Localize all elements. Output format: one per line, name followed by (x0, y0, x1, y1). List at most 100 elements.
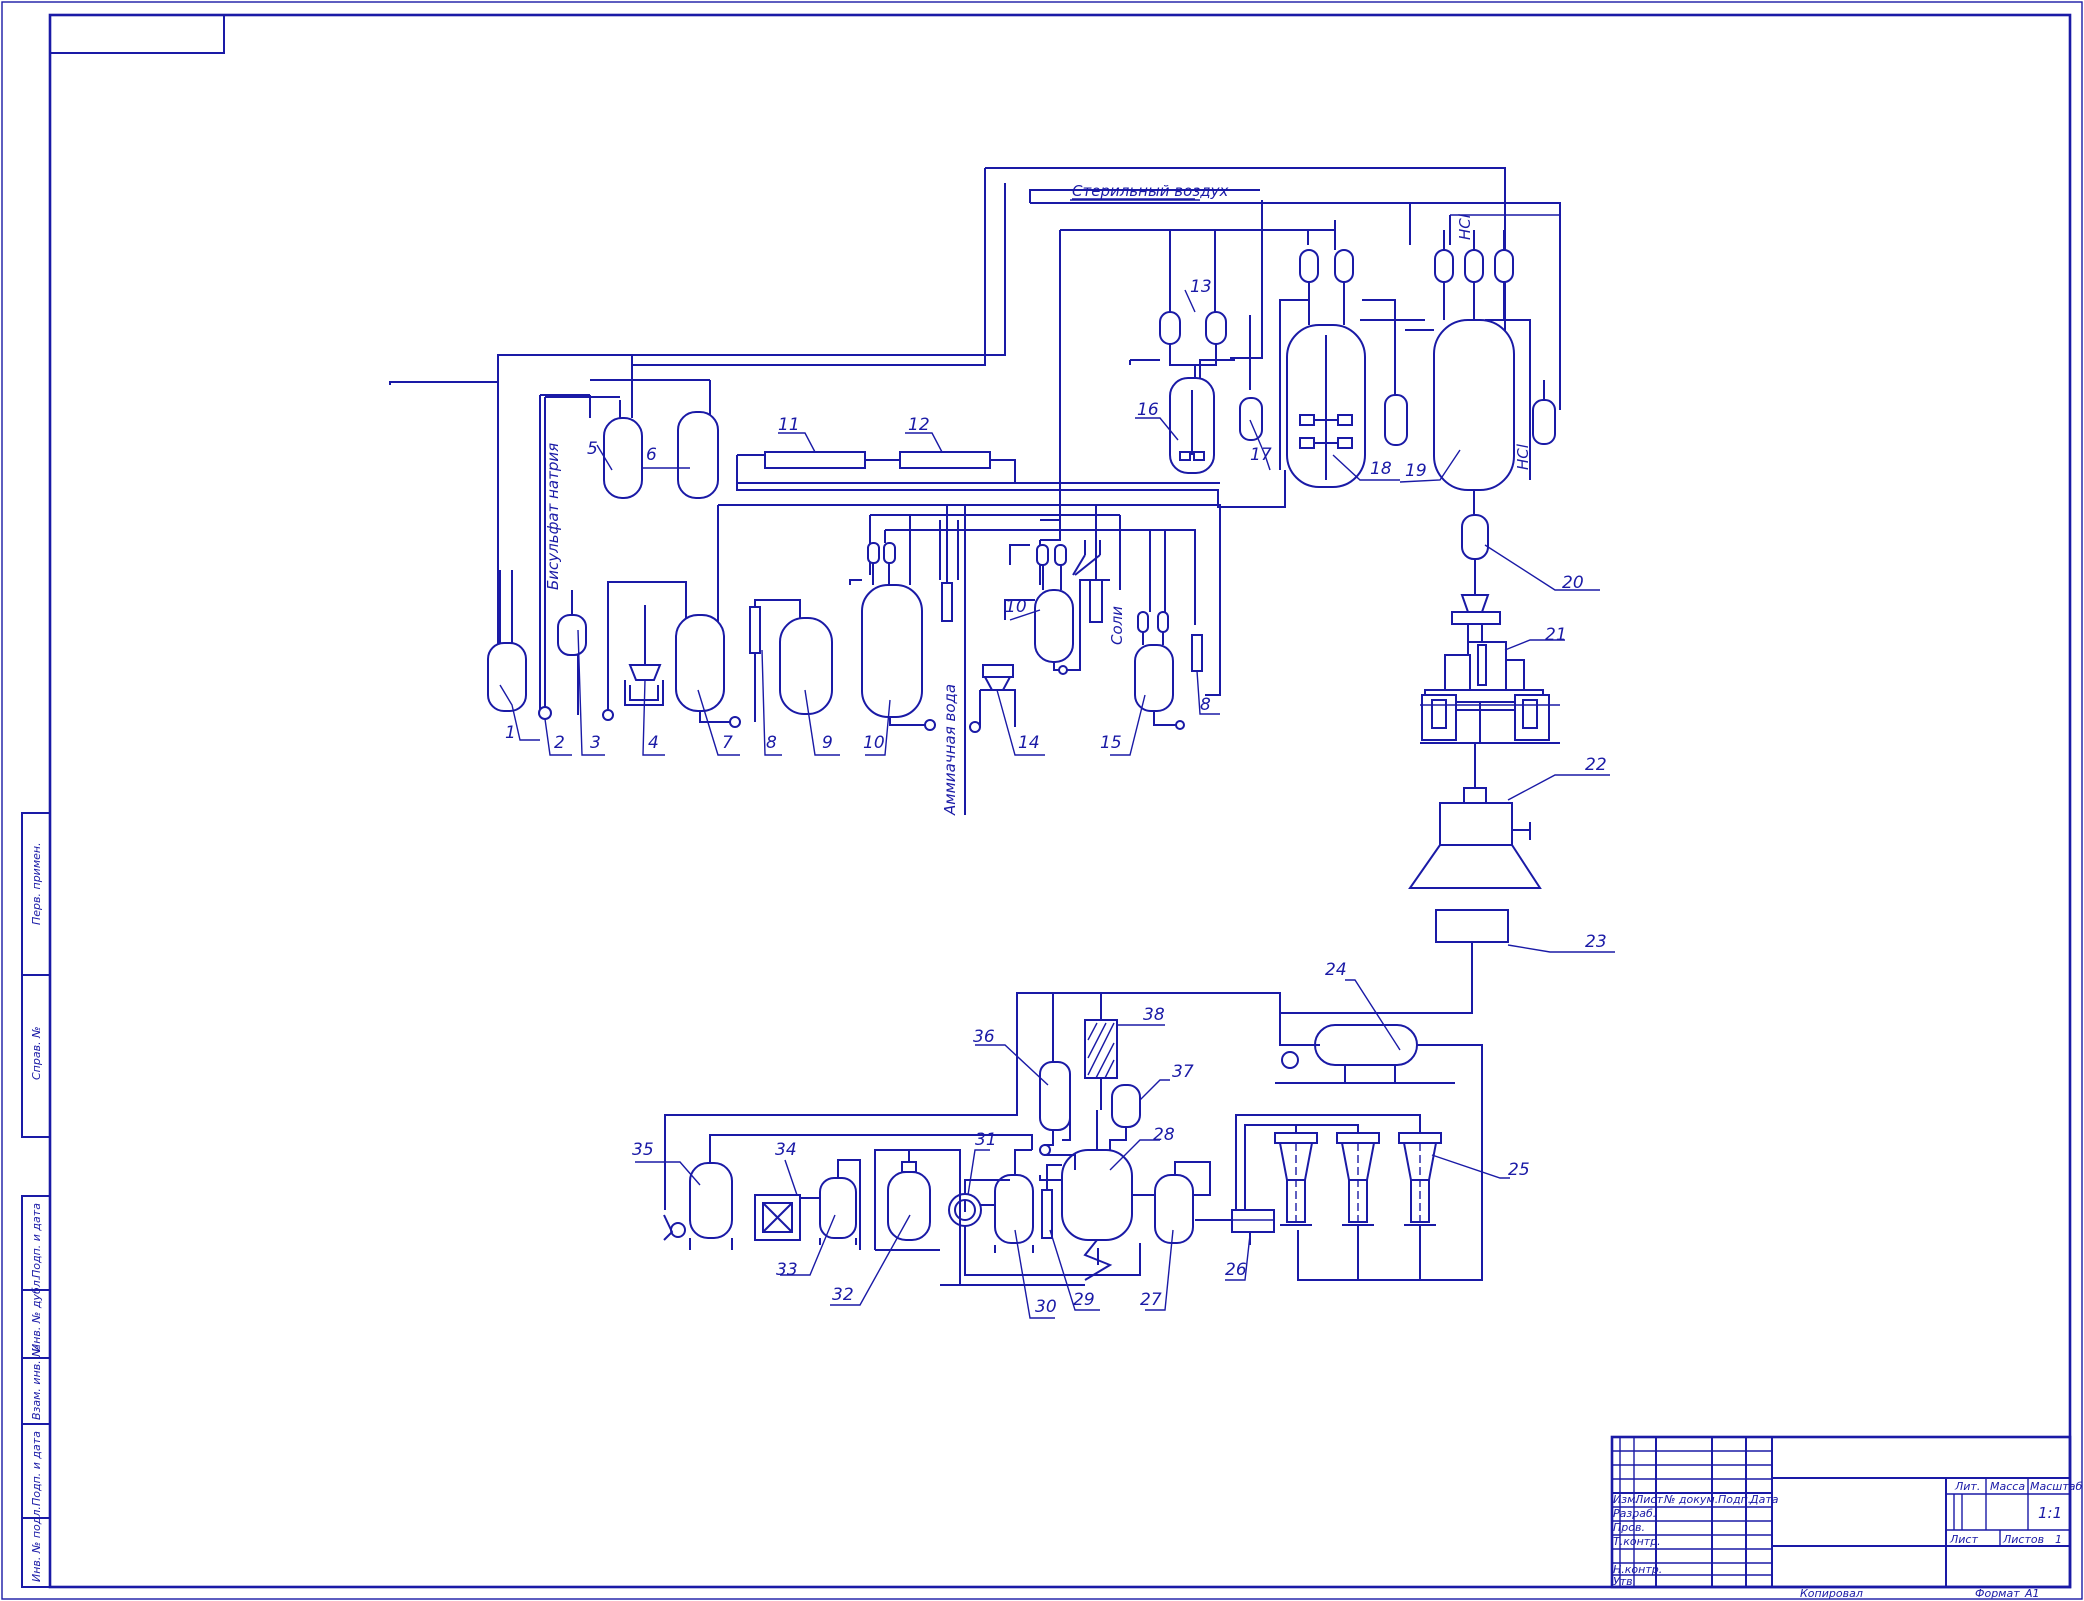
vessel-18-side (1384, 394, 1408, 446)
number-19: 19 (1405, 461, 1427, 481)
pump-14 (969, 721, 981, 733)
fermentation-section: 13 16 17 18 (1129, 230, 1556, 515)
dryer-22-body (1439, 802, 1513, 846)
heater-11 (764, 451, 866, 469)
vessel-33 (819, 1177, 857, 1239)
number-18: 18 (1370, 459, 1392, 479)
tb-massa: Масса (1990, 1480, 2025, 1493)
impeller-18b (1337, 414, 1353, 426)
pump-10b (1058, 665, 1068, 675)
vessel-35 (689, 1162, 733, 1239)
dryer-22-neck (1463, 787, 1487, 804)
impeller-18c (1299, 437, 1315, 449)
crystallizer-25a (1274, 1132, 1318, 1226)
tb-prov: Пров. (1613, 1521, 1645, 1534)
collector-20 (1461, 514, 1489, 560)
meter-13-1 (1159, 311, 1181, 345)
number-10b: 10 (1005, 597, 1027, 617)
stream-labels: Стерильный воздух Бисульфат натрия Аммиа… (544, 182, 1532, 816)
meter-19-2 (1464, 249, 1484, 283)
purification-section: 24 25 (632, 960, 1530, 1319)
stamp-perv-primen: Перв. примен. (30, 842, 43, 925)
label-sterile-air: Стерильный воздух (1072, 182, 1229, 200)
stamp-inv-podl: Инв. № подл. (30, 1506, 43, 1582)
impeller-16a (1179, 451, 1191, 461)
label-hcl-top: HCl (1456, 213, 1474, 240)
meter-19-3 (1494, 249, 1514, 283)
number-6: 6 (646, 445, 657, 465)
number-9: 9 (822, 733, 833, 753)
meter-10b-2 (1054, 544, 1067, 566)
pump-4a (602, 709, 614, 721)
vessel-37 (1111, 1084, 1141, 1128)
separator-26 (1231, 1209, 1275, 1233)
vessel-3 (557, 614, 587, 656)
vessel-6 (677, 411, 719, 499)
vessel-17 (1239, 397, 1263, 441)
tb-scale-value: 1:1 (2038, 1504, 2062, 1522)
number-33: 33 (776, 1260, 798, 1280)
impeller-18a (1299, 414, 1315, 426)
vessel-30 (994, 1174, 1034, 1244)
tb-list: Лист (1634, 1493, 1663, 1506)
tb-kopiroval: Копировал (1800, 1587, 1863, 1600)
number-38: 38 (1143, 1005, 1165, 1025)
impeller-16b (1193, 451, 1205, 461)
hopper-14 (982, 664, 1014, 678)
vessel-32 (887, 1171, 931, 1241)
tb-lit: Лит. (1954, 1480, 1980, 1493)
number-37: 37 (1172, 1062, 1194, 1082)
number-16: 16 (1137, 400, 1159, 420)
meter-13-2 (1205, 311, 1227, 345)
number-15: 15 (1100, 733, 1122, 753)
stamp-sprav-no: Справ. № (30, 1026, 43, 1080)
vessel-36 (1039, 1061, 1071, 1131)
number-23: 23 (1585, 932, 1607, 952)
tb-podp: Подп. (1718, 1493, 1751, 1506)
pump-7 (729, 716, 741, 728)
tb-n-kontr: Н.контр. (1613, 1563, 1662, 1576)
vessel-27 (1154, 1174, 1194, 1244)
number-36: 36 (973, 1027, 995, 1047)
label-sodium-bisulfite: Бисульфат натрия (544, 443, 562, 590)
number-32: 32 (832, 1285, 854, 1305)
meter-10a-2 (883, 542, 896, 564)
impeller-18d (1337, 437, 1353, 449)
number-3: 3 (590, 733, 601, 753)
reactor-28 (1061, 1149, 1133, 1241)
meter-10a-1 (867, 542, 880, 564)
stamp-vzam-inv: Взам. инв. № (30, 1345, 43, 1420)
meter-18-2 (1334, 249, 1354, 283)
crystallizer-25c (1398, 1132, 1442, 1226)
meter-15-1 (1137, 611, 1149, 633)
tb-razrab: Разраб. (1613, 1507, 1656, 1520)
number-28: 28 (1153, 1125, 1175, 1145)
number-1: 1 (505, 723, 516, 743)
heater-12 (899, 451, 991, 469)
separator-14 (983, 676, 1012, 691)
tb-sheet-label: Лист (1949, 1533, 1978, 1546)
stamp-podp-data-2: Подп. и дата (30, 1431, 43, 1506)
number-21: 21 (1545, 625, 1567, 645)
number-22: 22 (1585, 755, 1607, 775)
fermenter-19 (1433, 319, 1515, 491)
meter-15-2 (1157, 611, 1169, 633)
vessel-10b (1034, 589, 1074, 663)
side-stamp: Перв. примен. Справ. № Подп. и дата Инв.… (21, 812, 51, 1588)
pump-10a (924, 719, 936, 731)
vessel-10a (861, 584, 923, 718)
number-34: 34 (775, 1140, 797, 1160)
tb-sheets-value: 1 (2055, 1533, 2062, 1546)
number-5: 5 (587, 439, 598, 459)
tb-t-kontr: Т.контр. (1613, 1535, 1661, 1548)
vessel-9 (779, 617, 833, 715)
vessel-5 (603, 417, 643, 499)
tb-izm: Изм. (1613, 1493, 1639, 1506)
number-13: 13 (1190, 277, 1212, 297)
crystallizer-25b (1336, 1132, 1380, 1226)
number-17: 17 (1250, 445, 1272, 465)
pump-35 (670, 1222, 686, 1238)
filter-10b (1089, 579, 1103, 623)
